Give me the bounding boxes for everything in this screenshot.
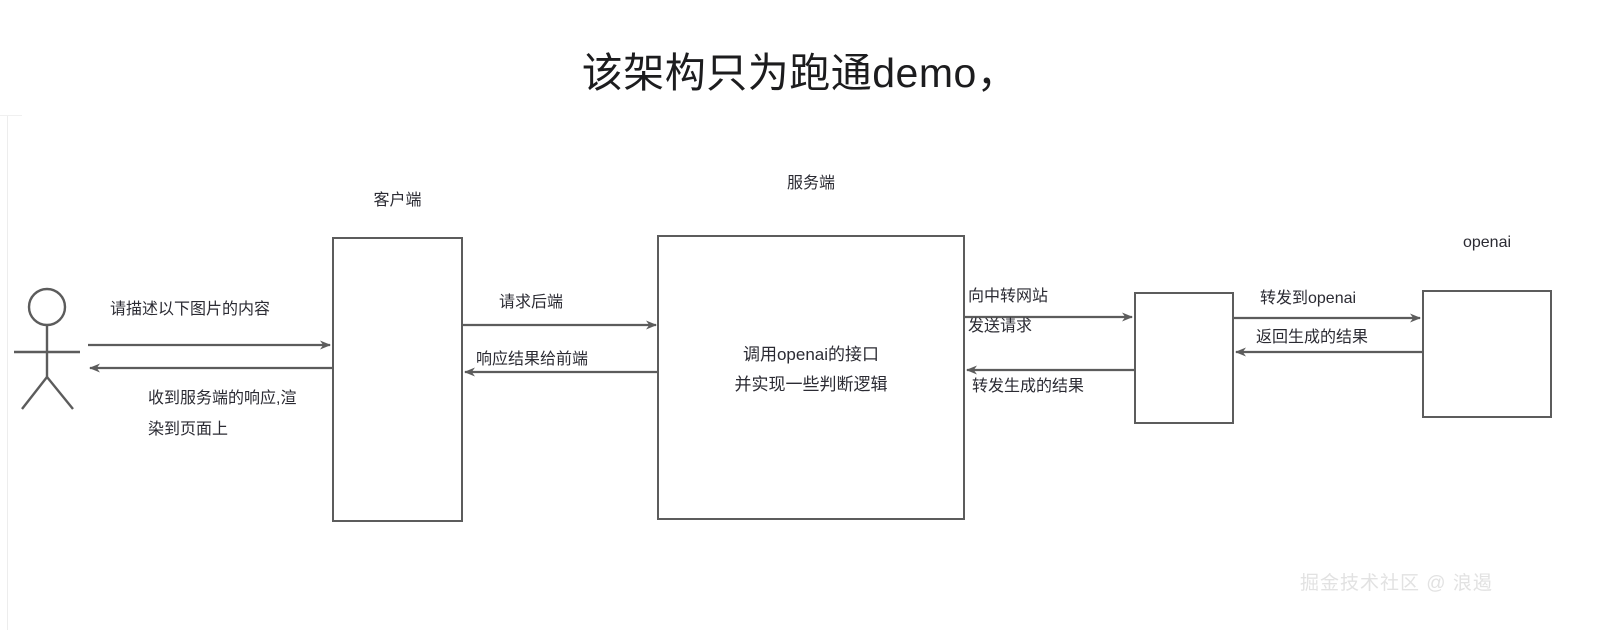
- page-title: 该架构只为跑通demo，: [581, 50, 1019, 96]
- label-server-to-relay-line2: 发送请求: [968, 318, 1033, 335]
- page-edge-artifact-top: [0, 115, 22, 116]
- server-caption: 服务端: [786, 175, 835, 192]
- label-openai-to-relay: 返回生成的结果: [1256, 329, 1369, 346]
- label-server-to-client: 响应结果给前端: [476, 351, 589, 368]
- label-client-to-user-line1: 收到服务端的响应,渲: [148, 390, 297, 407]
- page-edge-artifact: [7, 116, 8, 630]
- server-box-text-line1: 调用openai的接口: [742, 345, 880, 364]
- client-caption: 客户端: [373, 192, 422, 209]
- user-actor-figure: [14, 287, 80, 410]
- label-relay-to-openai: 转发到openai: [1260, 290, 1357, 307]
- openai-caption: openai: [1462, 234, 1512, 251]
- openai-box[interactable]: [1422, 290, 1552, 418]
- server-box-text-line2: 并实现一些判断逻辑: [734, 375, 888, 394]
- label-relay-to-server: 转发生成的结果: [972, 378, 1085, 395]
- client-box[interactable]: [332, 237, 463, 522]
- label-client-to-user-line2: 染到页面上: [148, 421, 229, 438]
- watermark: 掘金技术社区 @ 浪遏: [1300, 573, 1493, 594]
- label-user-to-client: 请描述以下图片的内容: [110, 301, 271, 318]
- label-client-to-server: 请求后端: [499, 294, 564, 311]
- relay-box[interactable]: [1134, 292, 1234, 424]
- server-box[interactable]: [657, 235, 965, 520]
- label-server-to-relay-line1: 向中转网站: [968, 288, 1049, 305]
